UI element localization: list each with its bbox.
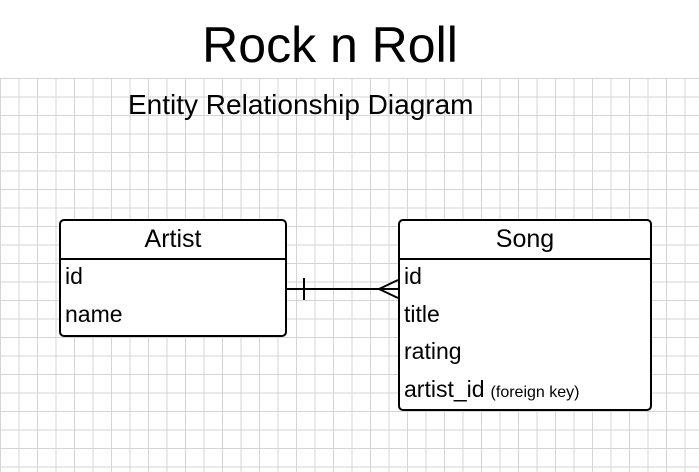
entity-artist-header: Artist: [61, 221, 285, 260]
field-name: rating: [404, 338, 462, 364]
field-song-id: id: [400, 261, 650, 299]
field-song-title: title: [400, 299, 650, 337]
entity-artist-fields: id name: [61, 260, 285, 336]
field-name: id: [65, 263, 83, 289]
field-song-artist-id: artist_id (foreign key): [400, 374, 650, 412]
diagram-subtitle: Entity Relationship Diagram: [128, 89, 474, 120]
field-artist-name: name: [61, 299, 285, 337]
entity-song-fields: id title rating artist_id (foreign key): [400, 260, 650, 411]
diagram-title: Rock n Roll: [202, 17, 458, 73]
field-name: name: [65, 300, 123, 327]
field-note-foreign-key: (foreign key): [490, 383, 580, 401]
entity-song-header: Song: [400, 221, 650, 260]
entity-song[interactable]: Song id title rating artist_id (foreign k…: [398, 219, 652, 411]
field-name: title: [404, 300, 440, 327]
entity-artist[interactable]: Artist id name: [59, 219, 287, 337]
field-artist-id: id: [61, 261, 285, 299]
field-song-rating: rating: [400, 336, 650, 374]
field-name: id: [404, 263, 422, 289]
field-name: artist_id: [404, 375, 485, 402]
